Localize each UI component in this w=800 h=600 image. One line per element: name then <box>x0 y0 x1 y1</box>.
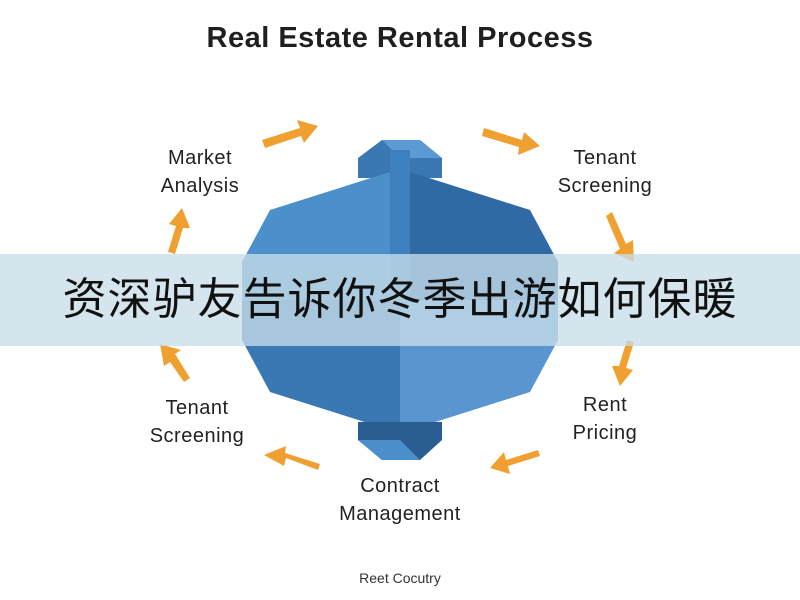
step-line2: Pricing <box>572 422 638 444</box>
step-line1: Contract <box>360 475 440 497</box>
step-line2: Screening <box>557 175 653 197</box>
step-line1: Rent <box>582 394 628 416</box>
arrow-tenant-to-rent <box>482 128 540 155</box>
bottom-notch-highlight <box>358 440 420 460</box>
step-line1: Tenant <box>165 397 229 419</box>
arrow-right-down <box>612 340 634 386</box>
overlay-banner-text: 资深驴友告诉你冬季出游如何保暖 <box>62 274 738 325</box>
footer-caption: Reet Cocutry <box>359 570 441 586</box>
overlay-banner <box>0 254 800 346</box>
step-rent-pricing: Rent Pricing <box>550 391 660 447</box>
step-line1: Tenant <box>573 147 637 169</box>
step-tenant-screening-left: Tenant Screening <box>122 394 272 450</box>
arrow-market-to-tenant <box>262 120 318 148</box>
arrow-screening-down <box>606 212 634 262</box>
arrow-left-up-upper <box>168 208 190 254</box>
step-contract-management: Contract Management <box>310 472 490 528</box>
arrow-left-up-lower <box>160 344 190 382</box>
step-line2: Analysis <box>160 175 240 197</box>
arrow-contract-to-screening <box>264 446 320 470</box>
diagram-title: Real Estate Rental Process <box>206 22 594 54</box>
step-tenant-screening-right: Tenant Screening <box>530 144 680 200</box>
step-line2: Screening <box>149 425 245 447</box>
arrow-pricing-to-contract <box>490 450 540 474</box>
step-line2: Management <box>339 503 461 525</box>
step-market-analysis: Market Analysis <box>130 144 270 200</box>
step-line1: Market <box>167 147 233 169</box>
